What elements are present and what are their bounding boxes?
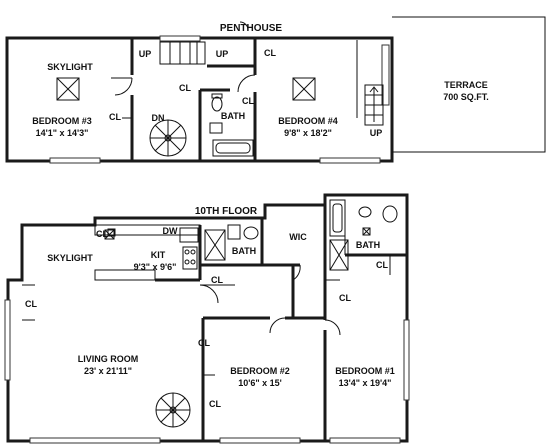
dishwasher-label: DW — [163, 226, 178, 236]
closet-label: CL — [109, 112, 121, 122]
living-room-name: LIVING ROOM — [78, 354, 139, 364]
bedroom2-size: 10'6" x 15' — [238, 378, 282, 388]
bedroom2-name: BEDROOM #2 — [230, 366, 290, 376]
sink-icon — [179, 227, 199, 243]
tenth-floor-title: 10TH FLOOR — [195, 206, 258, 217]
stair-run — [159, 41, 206, 65]
up-label: UP — [139, 49, 152, 59]
toilet-icon — [227, 224, 241, 240]
bedroom3-name: BEDROOM #3 — [32, 116, 92, 126]
stair-run-terrace — [364, 84, 384, 126]
spiral-stair — [149, 119, 187, 157]
walk-in-closet-label: WIC — [289, 232, 307, 242]
sink-icon — [243, 226, 259, 240]
shaft-marker — [204, 229, 226, 261]
kitchen-counter — [94, 269, 156, 281]
closet-label: CL — [242, 96, 254, 106]
closet-label: CL — [264, 48, 276, 58]
skylight-label: SKYLIGHT — [47, 253, 93, 263]
window — [403, 319, 410, 401]
skylight-marker — [292, 77, 316, 101]
closet-label: CL — [96, 229, 108, 239]
bath-label: BATH — [356, 240, 380, 250]
penthouse-title: PENTHOUSE — [220, 23, 283, 34]
closet-label: CL — [198, 338, 210, 348]
bedroom3-size: 14'1" x 14'3" — [36, 128, 89, 138]
living-room-size: 23' x 21'11" — [84, 366, 132, 376]
bedroom1-size: 13'4" x 19'4" — [339, 378, 392, 388]
closet-label: CL — [179, 83, 191, 93]
bedroom4-size: 9'8" x 18'2" — [284, 128, 332, 138]
closet-marker — [107, 228, 116, 237]
stove-icon — [182, 246, 198, 270]
terrace-outline — [392, 16, 546, 153]
bath-label: BATH — [221, 111, 245, 121]
window — [381, 44, 390, 106]
terrace-size: 700 SQ.FT. — [443, 92, 489, 102]
kitchen-counter — [94, 224, 201, 236]
kitchen-size: 9'3" x 9'6" — [134, 262, 177, 272]
closet-label: CL — [339, 293, 351, 303]
sink-icon — [382, 205, 398, 223]
penthouse-plan: PENTHOUSE SKYLIGHT BEDROOM #3 14'1" x 14… — [5, 16, 546, 164]
up-label: UP — [370, 128, 383, 138]
toilet-icon — [211, 93, 223, 112]
window — [29, 437, 161, 444]
window — [4, 299, 11, 381]
up-label: UP — [216, 49, 229, 59]
closet-label: CL — [211, 275, 223, 285]
skylight-marker — [104, 229, 115, 240]
closet-label: CL — [25, 299, 37, 309]
tenth-floor-plan: 10TH FLOOR SKYLIGHT KIT 9'3" x 9'6" DW B… — [4, 193, 410, 444]
bedroom4-name: BEDROOM #4 — [278, 116, 338, 126]
bathtub-icon — [212, 139, 254, 157]
skylight-marker — [56, 77, 80, 101]
toilet-icon — [358, 206, 372, 218]
window — [329, 437, 401, 444]
closet-label: CL — [376, 260, 388, 270]
window — [319, 157, 381, 164]
spiral-stair — [155, 392, 191, 428]
closet-label: CL — [209, 399, 221, 409]
skylight-label: SKYLIGHT — [47, 62, 93, 72]
window — [49, 157, 101, 164]
sink-icon — [209, 122, 223, 134]
terrace-name: TERRACE — [444, 80, 488, 90]
window — [159, 35, 201, 42]
bath-label: BATH — [232, 246, 256, 256]
shaft-marker — [329, 239, 349, 271]
down-label: DN — [152, 113, 165, 123]
tenth-floor-outer-wall — [6, 193, 409, 443]
skylight-marker — [362, 227, 371, 236]
kitchen-name: KIT — [151, 250, 166, 260]
bathtub-icon — [329, 199, 346, 237]
window — [219, 437, 301, 444]
bedroom1-name: BEDROOM #1 — [335, 366, 395, 376]
